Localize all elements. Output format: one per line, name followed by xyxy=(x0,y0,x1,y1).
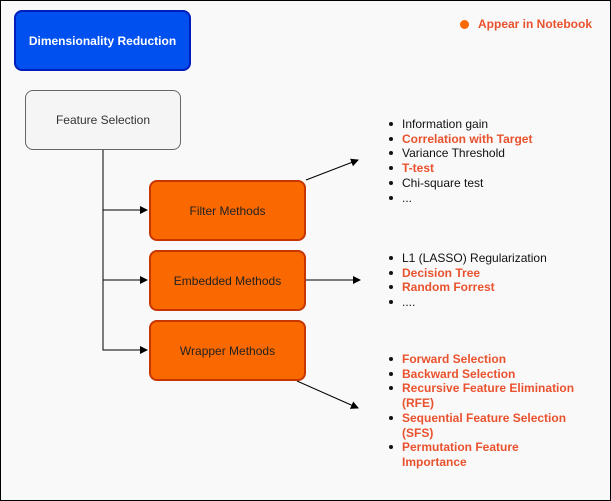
embedded-methods-node: Embedded Methods xyxy=(149,250,306,311)
list-item: T-test xyxy=(385,161,585,176)
embedded-methods-list: L1 (LASSO) Regularization Decision Tree … xyxy=(385,251,595,310)
edge-filter-list xyxy=(305,158,359,181)
wrapper-methods-list: Forward Selection Backward Selection Rec… xyxy=(385,352,575,470)
edge-fs-filter xyxy=(102,150,148,214)
edge-wrapper-list xyxy=(296,380,359,409)
list-item: Chi-square test xyxy=(385,176,585,191)
wrapper-methods-node: Wrapper Methods xyxy=(149,320,306,381)
list-item: Correlation with Target xyxy=(385,132,585,147)
list-item: Variance Threshold xyxy=(385,146,585,161)
list-item: Permutation Feature Importance xyxy=(385,440,575,469)
feature-selection-node: Feature Selection xyxy=(25,90,181,150)
list-item: ... xyxy=(385,191,585,206)
list-item: Backward Selection xyxy=(385,367,575,382)
list-item: L1 (LASSO) Regularization xyxy=(385,251,595,266)
filter-methods-node: Filter Methods xyxy=(149,180,306,241)
legend-dot-icon xyxy=(460,19,469,29)
list-item: Forward Selection xyxy=(385,352,575,367)
filter-methods-list: Information gain Correlation with Target… xyxy=(385,117,585,205)
legend: Appear in Notebook xyxy=(460,17,592,31)
list-item: Random Forrest xyxy=(385,280,595,295)
edge-fs-embedded xyxy=(102,150,148,284)
list-item: Decision Tree xyxy=(385,266,595,281)
list-item: .... xyxy=(385,295,595,310)
list-item: Sequential Feature Selection (SFS) xyxy=(385,411,575,440)
list-item: Recursive Feature Elimination (RFE) xyxy=(385,381,575,410)
list-item: Information gain xyxy=(385,117,585,132)
legend-label: Appear in Notebook xyxy=(478,17,593,31)
title-node: Dimensionality Reduction xyxy=(14,10,191,71)
edge-fs-wrapper xyxy=(102,150,148,354)
